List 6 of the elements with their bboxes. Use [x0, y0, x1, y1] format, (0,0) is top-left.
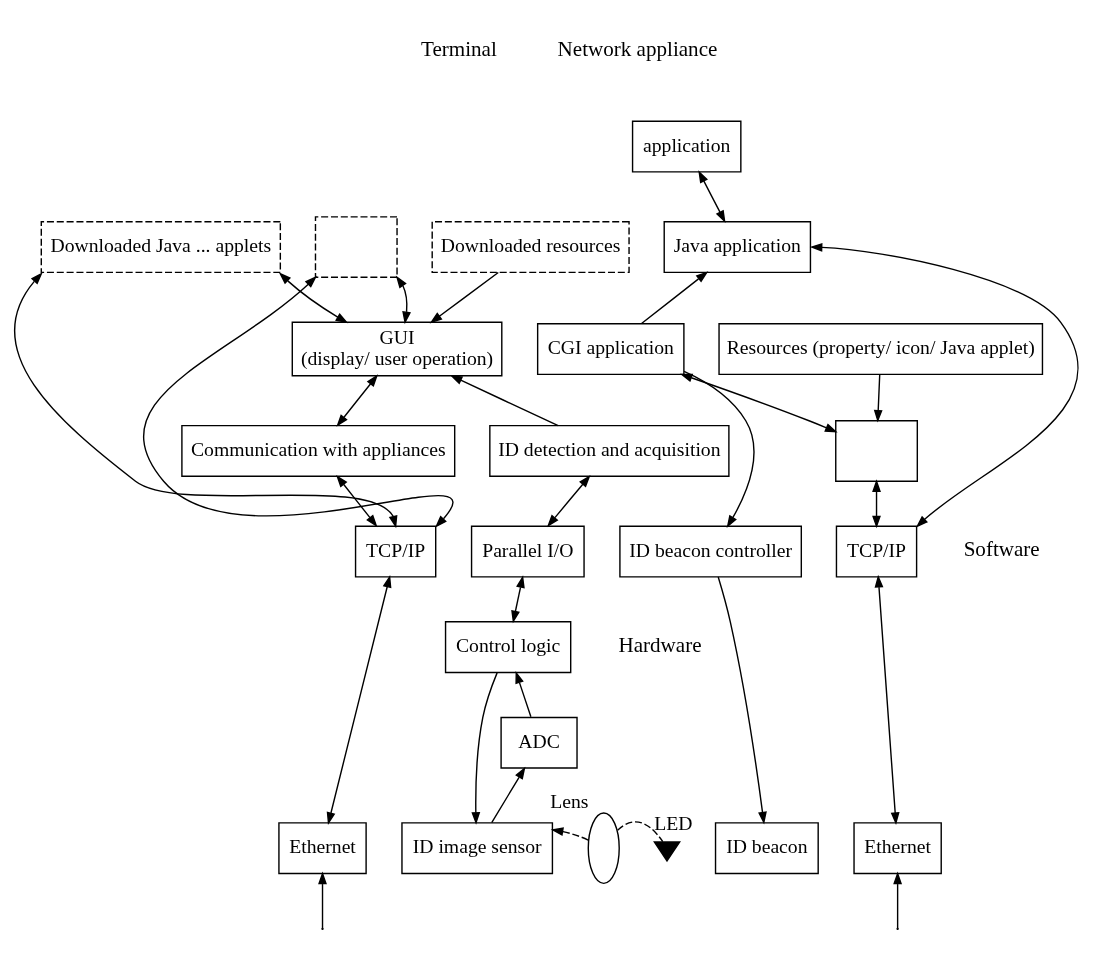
label: Hardware [618, 632, 702, 657]
label: Network appliance [557, 36, 718, 61]
label: Software [963, 536, 1040, 561]
label: Terminal [421, 36, 497, 61]
node-label: LED [654, 811, 693, 834]
node-label: Lens [550, 789, 589, 812]
